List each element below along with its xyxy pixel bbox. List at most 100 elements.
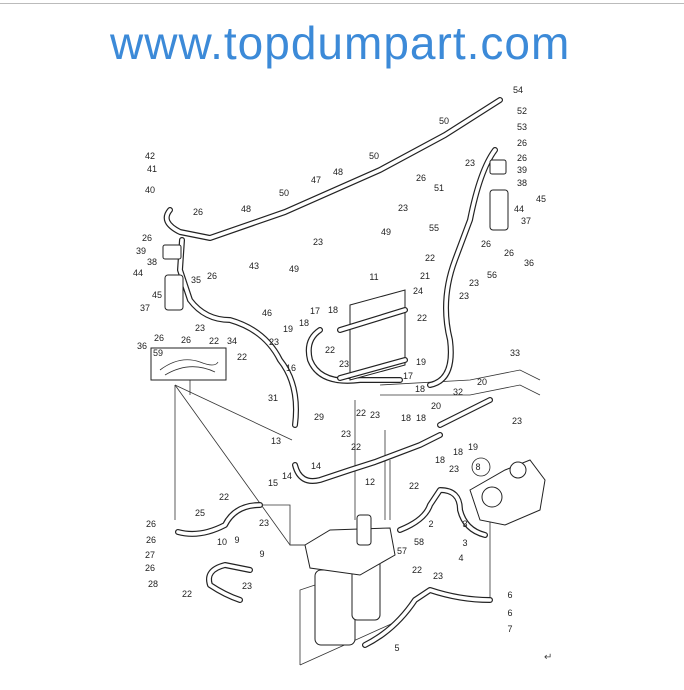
callout-label: 39	[517, 165, 527, 175]
callout-label: 32	[453, 387, 463, 397]
callout-label: 57	[397, 546, 407, 556]
callout-label: 55	[429, 223, 439, 233]
callout-label: 37	[521, 216, 531, 226]
callout-label: 28	[148, 579, 158, 589]
callout-label: 51	[434, 183, 444, 193]
callout-label: 26	[193, 207, 203, 217]
callout-label: 7	[507, 624, 512, 634]
callout-label: 44	[514, 204, 524, 214]
callout-label: 12	[365, 477, 375, 487]
callout-label: 23	[449, 464, 459, 474]
callout-label: 46	[262, 308, 272, 318]
callout-label: 18	[453, 447, 463, 457]
callout-label: 26	[181, 335, 191, 345]
callout-label: 45	[536, 194, 546, 204]
callout-label: 26	[517, 138, 527, 148]
callout-label: 15	[268, 478, 278, 488]
return-mark: ↵	[544, 652, 553, 663]
callout-label: 44	[133, 268, 143, 278]
callout-label: 14	[311, 461, 321, 471]
callout-label: 14	[282, 471, 292, 481]
callout-label: 26	[145, 563, 155, 573]
callout-label: 23	[269, 337, 279, 347]
callout-label: 18	[328, 305, 338, 315]
callout-label: 23	[341, 429, 351, 439]
fuel-pump	[469, 459, 546, 526]
callout-label: 22	[412, 565, 422, 575]
callout-label: 50	[369, 151, 379, 161]
callout-label: 22	[351, 442, 361, 452]
callout-label: 25	[195, 508, 205, 518]
left-filter-housing	[162, 159, 509, 311]
callout-label: 38	[147, 257, 157, 267]
callout-label: 43	[249, 261, 259, 271]
callout-label: 56	[487, 270, 497, 280]
callout-label: 23	[469, 278, 479, 288]
callout-label: 26	[207, 271, 217, 281]
callout-label: 23	[433, 571, 443, 581]
fuel-pipes	[163, 97, 503, 648]
callout-label: 50	[279, 188, 289, 198]
callout-label: 17	[310, 306, 320, 316]
callout-label: 33	[510, 348, 520, 358]
callout-label: 8	[475, 462, 480, 472]
callout-label: 23	[339, 359, 349, 369]
callout-label: 17	[403, 371, 413, 381]
callout-label: 23	[465, 158, 475, 168]
callout-label: 50	[439, 116, 449, 126]
callout-label: 11	[369, 272, 378, 282]
callout-label: 26	[504, 248, 514, 258]
callout-label: 19	[283, 324, 293, 334]
callout-label: 59	[153, 348, 163, 358]
callout-label: 27	[145, 550, 155, 560]
callout-label: 18	[416, 413, 426, 423]
callout-label: 10	[217, 537, 227, 547]
callout-label: 26	[416, 173, 426, 183]
callout-label: 24	[413, 286, 423, 296]
callout-label: 34	[227, 336, 237, 346]
callout-label: 37	[140, 303, 150, 313]
fuel-filter-assembly	[304, 514, 396, 646]
callout-label: 42	[145, 151, 155, 161]
callout-label: 19	[416, 357, 426, 367]
callout-label: 53	[517, 122, 527, 132]
callout-label: 26	[517, 153, 527, 163]
callout-label: 18	[435, 455, 445, 465]
callout-label: 3	[462, 519, 467, 529]
callout-label: 22	[425, 253, 435, 263]
callout-label: 29	[314, 412, 324, 422]
callout-label: 3	[462, 538, 467, 548]
callout-label: 54	[513, 85, 523, 95]
callout-label: 47	[311, 175, 321, 185]
callout-label: 22	[219, 492, 229, 502]
callout-labels: 5452532626393845443736262656555126502323…	[133, 85, 546, 653]
callout-label: 6	[507, 590, 512, 600]
callout-label: 26	[146, 535, 156, 545]
callout-label: 22	[237, 352, 247, 362]
callout-label: 23	[242, 581, 252, 591]
callout-label: 18	[415, 384, 425, 394]
callout-label: 16	[286, 363, 296, 373]
callout-label: 18	[401, 413, 411, 423]
detail-box-59	[150, 347, 227, 381]
callout-label: 48	[333, 167, 343, 177]
callout-label: 19	[468, 442, 478, 452]
callout-label: 48	[241, 204, 251, 214]
watermark: www.topdumpart.com	[110, 17, 571, 69]
callout-label: 40	[145, 185, 155, 195]
callout-label: 18	[299, 318, 309, 328]
callout-label: 36	[524, 258, 534, 268]
callout-label: 23	[370, 410, 380, 420]
callout-label: 9	[234, 535, 239, 545]
page-top-border	[0, 3, 684, 4]
callout-label: 5	[394, 643, 399, 653]
callout-label: 45	[152, 290, 162, 300]
callout-label: 20	[431, 401, 441, 411]
callout-label: 22	[209, 336, 219, 346]
callout-label: 9	[259, 549, 264, 559]
callout-label: 23	[195, 323, 205, 333]
callout-label: 22	[409, 481, 419, 491]
callout-label: 23	[512, 416, 522, 426]
callout-label: 35	[191, 275, 201, 285]
